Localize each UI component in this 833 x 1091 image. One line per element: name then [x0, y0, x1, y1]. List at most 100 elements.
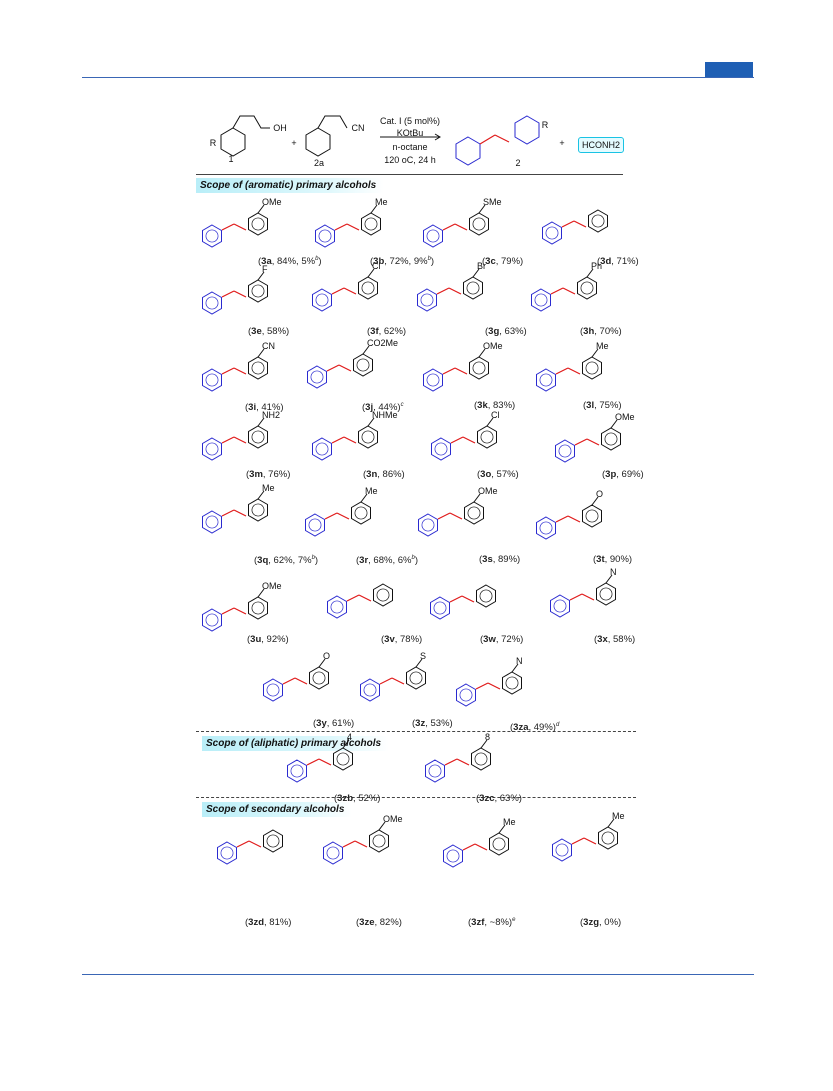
caption-3n: (3n, 86%): [363, 469, 405, 480]
structure-3v-aryl: [373, 583, 393, 607]
caption-3d: (3d, 71%): [597, 256, 639, 267]
structure-3l-phenyl: [536, 368, 556, 392]
structure-3c-alkene-b: [454, 223, 468, 231]
structure-3b-alkene-b: [346, 223, 360, 231]
structure-3e-aryl: [248, 279, 268, 303]
structure-3o-phenyl: [431, 437, 451, 461]
caption-3t: (3t, 90%): [593, 554, 633, 565]
svg-text:OH: OH: [273, 123, 287, 133]
structure-3z-aryl: [406, 666, 426, 690]
structure-3f-alkene-a: [331, 287, 345, 295]
structure-3zb-substituent: 4: [347, 732, 352, 742]
byproduct-box: HCONH2: [578, 137, 625, 153]
compound-id: 3z: [415, 718, 426, 729]
structure-3zc-phenyl-aromatic: [428, 764, 442, 778]
structure-3e-phenyl-aromatic: [205, 296, 219, 310]
structure-3zc-alkene-b: [456, 758, 470, 766]
structure-3zc-aryl-aromatic: [474, 752, 488, 766]
structure-3zg-aryl-aromatic: [601, 831, 615, 845]
structure-3y-phenyl-aromatic: [266, 683, 280, 697]
structure-3k-aryl: [469, 356, 489, 380]
divider-1: [196, 731, 636, 732]
structure-3b-aryl-aromatic: [364, 217, 378, 231]
compound-id: 3zc: [479, 793, 495, 804]
structure-3i-phenyl-aromatic: [205, 373, 219, 387]
structure-3t-sub-bond: [591, 496, 599, 506]
structure-3m-sub-bond: [257, 417, 265, 427]
structure-3ze-substituent: OMe: [383, 814, 403, 824]
structure-3c-substituent: SMe: [483, 197, 502, 207]
structure-3f-phenyl-aromatic: [315, 293, 329, 307]
structure-3zd-alkene-b: [248, 840, 262, 848]
structure-3o-substituent: Cl: [491, 410, 500, 420]
structure-3q-phenyl: [202, 510, 222, 534]
structure-3zf-alkene-a: [462, 843, 476, 851]
structure-3s-phenyl: [418, 513, 438, 537]
structure-3d-alkene-b: [573, 220, 587, 228]
structure-3g-aryl-aromatic: [466, 281, 480, 295]
structure-3h-alkene-a: [550, 287, 564, 295]
structure-3zf-aryl-aromatic: [492, 837, 506, 851]
base-condition: KOtBu: [396, 128, 424, 138]
structure-3f-substituent: Cl: [372, 261, 381, 271]
temp-condition: 120 oC, 24 h: [384, 155, 436, 165]
structure-3a-aryl: [248, 212, 268, 236]
structure-3w-aryl-aromatic: [479, 589, 493, 603]
structure-3e-aryl-aromatic: [251, 284, 265, 298]
structure-3y-alkene-a: [282, 677, 296, 685]
structure-3f-aryl-aromatic: [361, 281, 375, 295]
structure-3p-sub-bond: [610, 419, 618, 429]
structure-3o-aryl-aromatic: [480, 430, 494, 444]
structure-3x-substituent: N: [610, 567, 617, 577]
structure-3r-alkene-a: [324, 512, 338, 520]
structure-3o-phenyl-aromatic: [434, 442, 448, 456]
structure-3c-aryl: [469, 212, 489, 236]
structure-3zg-alkene-b: [583, 837, 597, 845]
structure-3s-alkene-b: [449, 512, 463, 520]
structure-3k-alkene-a: [442, 367, 456, 375]
structure-3j-phenyl: [307, 365, 327, 389]
structure-3h-substituent: Ph: [591, 261, 602, 271]
structure-3l-phenyl-aromatic: [539, 373, 553, 387]
structure-3h-phenyl-aromatic: [534, 293, 548, 307]
svg-text:R: R: [210, 138, 217, 148]
structure-3zb-aryl: [333, 747, 353, 771]
divider-2: [196, 797, 636, 798]
structure-3zd-aryl-aromatic: [266, 834, 280, 848]
scheme-divider: [196, 174, 623, 175]
structure-3j-phenyl-aromatic: [310, 370, 324, 384]
structure-3u-phenyl-aromatic: [205, 613, 219, 627]
structure-3o-sub-bond: [486, 417, 494, 427]
structure-3a-phenyl-aromatic: [205, 229, 219, 243]
structure-3d-phenyl: [542, 221, 562, 245]
structure-3zd-alkene-a: [236, 840, 250, 848]
structure-3w-alkene-a: [449, 595, 463, 603]
structure-3z-alkene-a: [379, 677, 393, 685]
structure-3h-aryl-aromatic: [580, 281, 594, 295]
structure-3zb-phenyl-aromatic: [290, 764, 304, 778]
structure-3x-sub-bond: [605, 574, 613, 584]
structure-3w-aryl: [476, 584, 496, 608]
structure-3g-alkene-b: [448, 287, 462, 295]
structure-3za-aryl-aromatic: [505, 676, 519, 690]
structure-3i-alkene-a: [221, 367, 235, 375]
structure-3u-phenyl: [202, 608, 222, 632]
caption-3w: (3w, 72%): [480, 634, 524, 645]
structure-3g-phenyl: [417, 288, 437, 312]
caption-3x: (3x, 58%): [594, 634, 636, 645]
structure-3s-alkene-a: [437, 512, 451, 520]
structure-3x-phenyl-aromatic: [553, 599, 567, 613]
structure-3g-alkene-a: [436, 287, 450, 295]
structure-3zc-substituent: 8: [485, 732, 490, 742]
structure-3t-aryl-aromatic: [585, 509, 599, 523]
header-tab: [705, 62, 753, 78]
header-rule: [82, 77, 754, 78]
structure-3zc-alkene-a: [444, 758, 458, 766]
structure-3m-substituent: NH2: [262, 410, 280, 420]
structure-3u-substituent: OMe: [262, 581, 282, 591]
structure-3j-aryl: [353, 353, 373, 377]
structure-3b-phenyl: [315, 224, 335, 248]
structure-3x-phenyl: [550, 594, 570, 618]
compound-id: 3c: [485, 256, 496, 267]
structure-3f-aryl: [358, 276, 378, 300]
